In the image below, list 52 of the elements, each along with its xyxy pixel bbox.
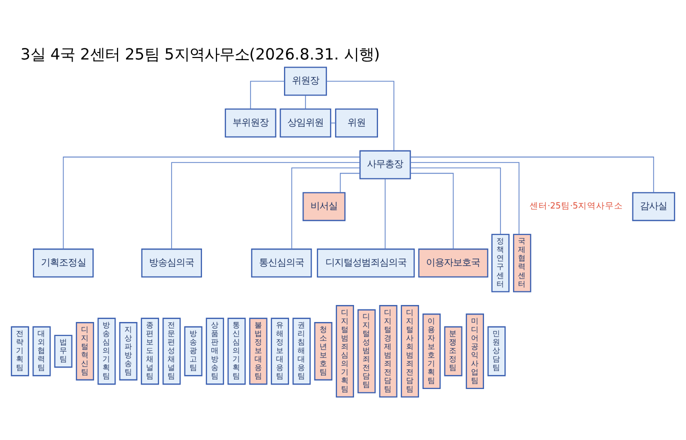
connector [340,172,360,192]
connector [250,80,285,109]
node-box: 위원 [335,108,378,138]
node-box: 방송심의국 [141,248,202,278]
connector [326,80,394,150]
node-box: 디지털사회범죄전담팀 [400,304,420,397]
node-box: 통신심의기획팀 [228,317,246,384]
node-box: 디지털성범죄전담팀 [358,308,376,393]
connector [171,162,360,249]
node-box: 위원장 [284,66,327,96]
label: 센터·25팀·5지역사무소 [529,201,624,212]
node-box: 부위원장 [224,108,276,138]
connector [410,162,520,234]
node-box: 이용자보호국 [418,248,488,278]
node-box: 이용자보호기획팀 [422,313,441,388]
node-box: 비서실 [302,192,346,221]
connector [62,156,360,249]
node-box: 정책연구센터 [491,233,510,292]
node-box: 대외협력팀 [32,326,51,376]
connector [384,178,386,249]
node-box: 전문편성채널팀 [162,317,181,384]
node-box: 감사실 [632,192,676,221]
node-box: 디지털성범죄심의국 [316,248,415,278]
node-box: 지상파방송팀 [119,322,138,380]
node-box: 방송광고팀 [184,326,202,376]
node-box: 민원상담팀 [488,326,506,376]
node-box: 통신심의국 [251,248,312,278]
connector [410,167,501,234]
node-box: 청소년보호팀 [314,322,332,380]
node-box: 방송심의기획팀 [98,317,116,384]
node-box: 사무총장 [359,150,411,179]
node-box: 불법정보대응팀 [249,317,268,384]
node-box: 디지털혁신팀 [76,322,94,380]
node-box: 분쟁조정팀 [444,326,462,376]
node-box: 미디어공익사업팀 [466,313,484,388]
node-box: 전략기획팀 [10,326,30,376]
node-box: 디지털경제범죄전담팀 [379,304,398,397]
node-box: 권리침해대응팀 [292,317,311,384]
node-box: 상임위원 [280,108,332,138]
connector [410,172,454,249]
node-box: 기획조정실 [32,248,94,278]
connector [410,156,654,192]
node-box: 유해정보대응팀 [270,317,290,384]
diagram-title: 3실 4국 2센터 25팀 5지역사무소(2026.8.31. 시행) [20,45,380,64]
node-box: 법무팀 [54,334,72,368]
node-box: 종편보도채널팀 [140,317,160,384]
connector [291,167,360,249]
node-box: 디지털범죄심의기획팀 [336,304,354,397]
connector [330,122,336,123]
node-box: 상품판매방송팀 [206,317,224,384]
connector [305,94,306,109]
node-box: 국제협력센터 [513,233,532,292]
